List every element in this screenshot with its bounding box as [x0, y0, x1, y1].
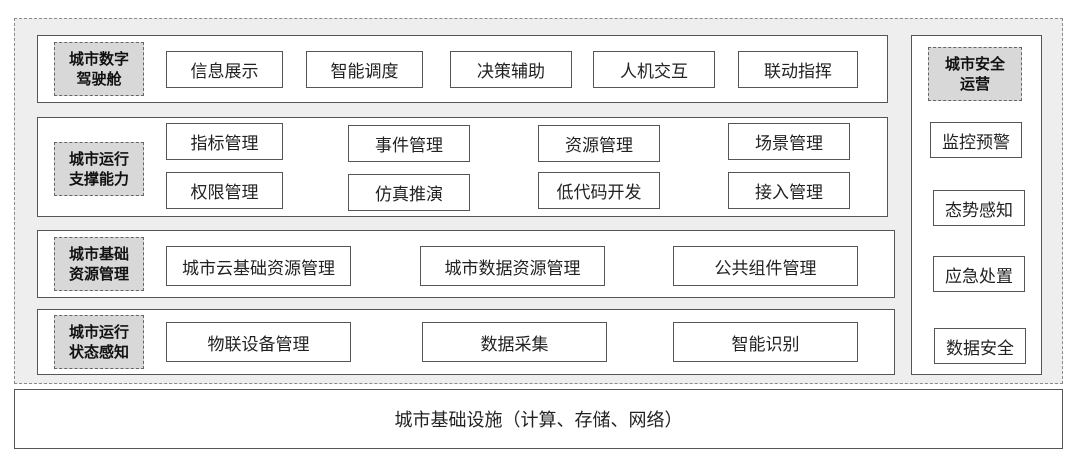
module-smart-recognition: 智能识别 — [673, 322, 858, 362]
module-data-resource: 城市数据资源管理 — [420, 246, 605, 286]
module-indicator-mgmt: 指标管理 — [166, 123, 283, 160]
module-iot-device: 物联设备管理 — [166, 322, 351, 362]
module-data-collection: 数据采集 — [422, 322, 607, 362]
module-common-component: 公共组件管理 — [673, 246, 858, 286]
module-scene-mgmt: 场景管理 — [728, 123, 850, 160]
module-permission-mgmt: 权限管理 — [166, 172, 283, 209]
module-simulation: 仿真推演 — [348, 174, 470, 211]
module-event-mgmt: 事件管理 — [348, 125, 470, 162]
security-tag: 城市安全 运营 — [928, 47, 1022, 101]
module-low-code: 低代码开发 — [538, 172, 660, 209]
layer-tag-sensing: 城市运行 状态感知 — [54, 315, 144, 369]
layer-tag-resource: 城市基础 资源管理 — [54, 237, 144, 291]
module-info-display: 信息展示 — [166, 51, 283, 88]
infrastructure-bar: 城市基础设施（计算、存储、网络） — [14, 389, 1063, 449]
module-smart-dispatch: 智能调度 — [306, 51, 423, 88]
module-access-mgmt: 接入管理 — [728, 172, 850, 209]
module-resource-mgmt: 资源管理 — [538, 125, 660, 162]
module-joint-command: 联动指挥 — [738, 51, 858, 88]
layer-tag-support: 城市运行 支撑能力 — [54, 142, 144, 196]
module-cloud-resource: 城市云基础资源管理 — [166, 246, 351, 286]
security-situation-awareness: 态势感知 — [933, 190, 1025, 226]
security-data-safety: 数据安全 — [934, 328, 1026, 364]
security-monitor-alert: 监控预警 — [930, 122, 1022, 158]
module-human-machine: 人机交互 — [593, 51, 715, 88]
security-emergency: 应急处置 — [933, 256, 1025, 292]
layer-tag-cockpit: 城市数字 驾驶舱 — [54, 42, 144, 96]
module-decision-support: 决策辅助 — [450, 51, 572, 88]
